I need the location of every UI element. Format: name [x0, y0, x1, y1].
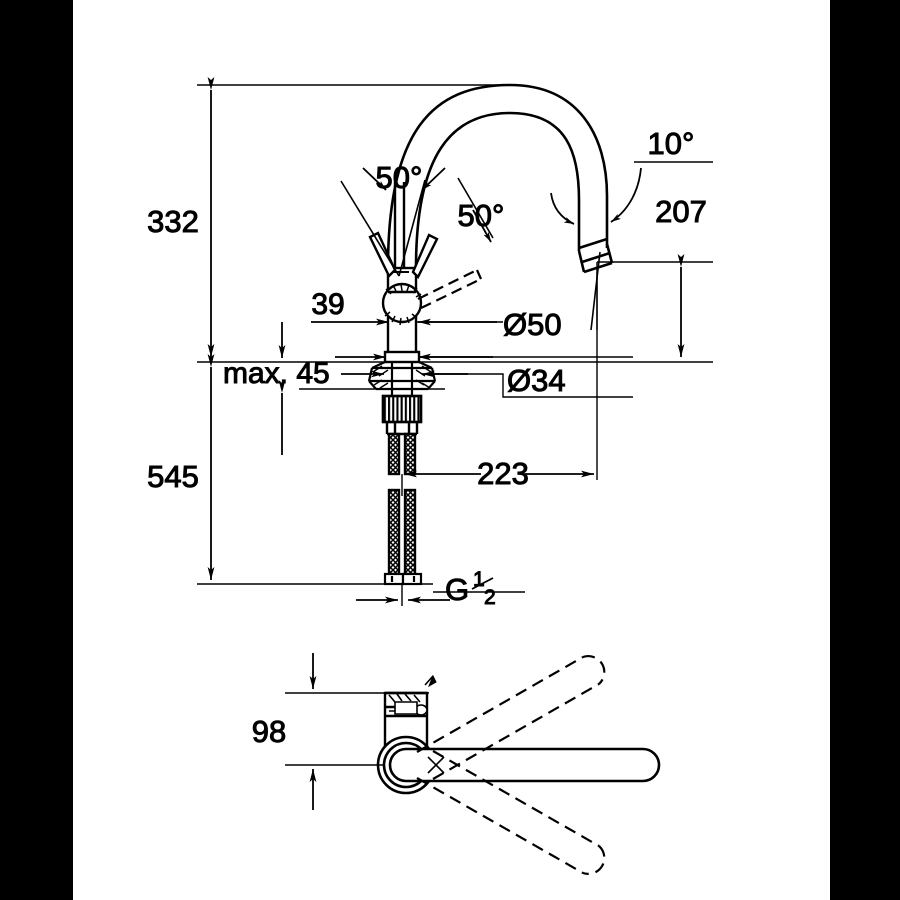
thread-numerator: 1 [473, 568, 485, 591]
flex-hose-upper [387, 432, 417, 476]
dimension-98-label: 98 [252, 714, 286, 749]
mixer-body [381, 266, 423, 352]
mounting-washer-stack [367, 361, 437, 396]
angle-10-label: 10° [648, 126, 695, 161]
lever-dashed-cap [475, 269, 483, 280]
flex-hose-lower [387, 488, 417, 576]
dimension-39-label: 39 [311, 288, 344, 321]
plan-pivot-cross [427, 756, 445, 774]
plan-lever-solid [388, 747, 661, 783]
spout-inner-arc [414, 111, 581, 269]
thread-letter: G [445, 572, 469, 607]
dimension-d50-label: Ø50 [503, 307, 562, 342]
lever-right-position [411, 233, 439, 280]
lever-vertical [393, 182, 406, 268]
lever-dashed-position [417, 269, 482, 309]
washer-hatching [372, 365, 432, 389]
angle-50-right [457, 177, 494, 243]
dimension-332-label: 332 [147, 204, 199, 239]
technical-drawing-svg: 332 545 max. 45 39 Ø50 [147, 77, 713, 875]
spout-outlet-collar [577, 237, 614, 274]
lever-left-position [368, 231, 397, 279]
angle-50-left-label: 50° [376, 160, 423, 195]
dimension-d34-label: Ø34 [507, 363, 566, 398]
angle-50-left [340, 167, 446, 277]
dimension-545-label: 545 [147, 459, 199, 494]
thread-denominator: 2 [484, 586, 496, 609]
extension-lines [197, 84, 713, 585]
lock-nut-knurled [381, 394, 423, 436]
hose-end-fittings [383, 572, 423, 586]
angle-50-right-label: 50° [458, 198, 505, 233]
dimension-max45-label: max. 45 [223, 357, 330, 390]
dimension-207-label: 207 [655, 194, 707, 229]
plan-lever-dashed-upper [416, 656, 600, 780]
dimension-g-half [356, 584, 525, 606]
plan-extension-lines [285, 692, 429, 766]
plan-lever-dashed-lower-cap [582, 845, 606, 875]
plan-lever-dashed-lower [416, 750, 600, 874]
angle-10-tilt [550, 161, 713, 331]
plan-lever-dashed-upper-cap [582, 655, 606, 685]
drawing-sheet: 332 545 max. 45 39 Ø50 [73, 0, 830, 900]
escutcheon-base [383, 350, 421, 364]
dimension-g-half-label: G 1 2 [445, 568, 497, 610]
dimension-223-label: 223 [477, 456, 529, 491]
